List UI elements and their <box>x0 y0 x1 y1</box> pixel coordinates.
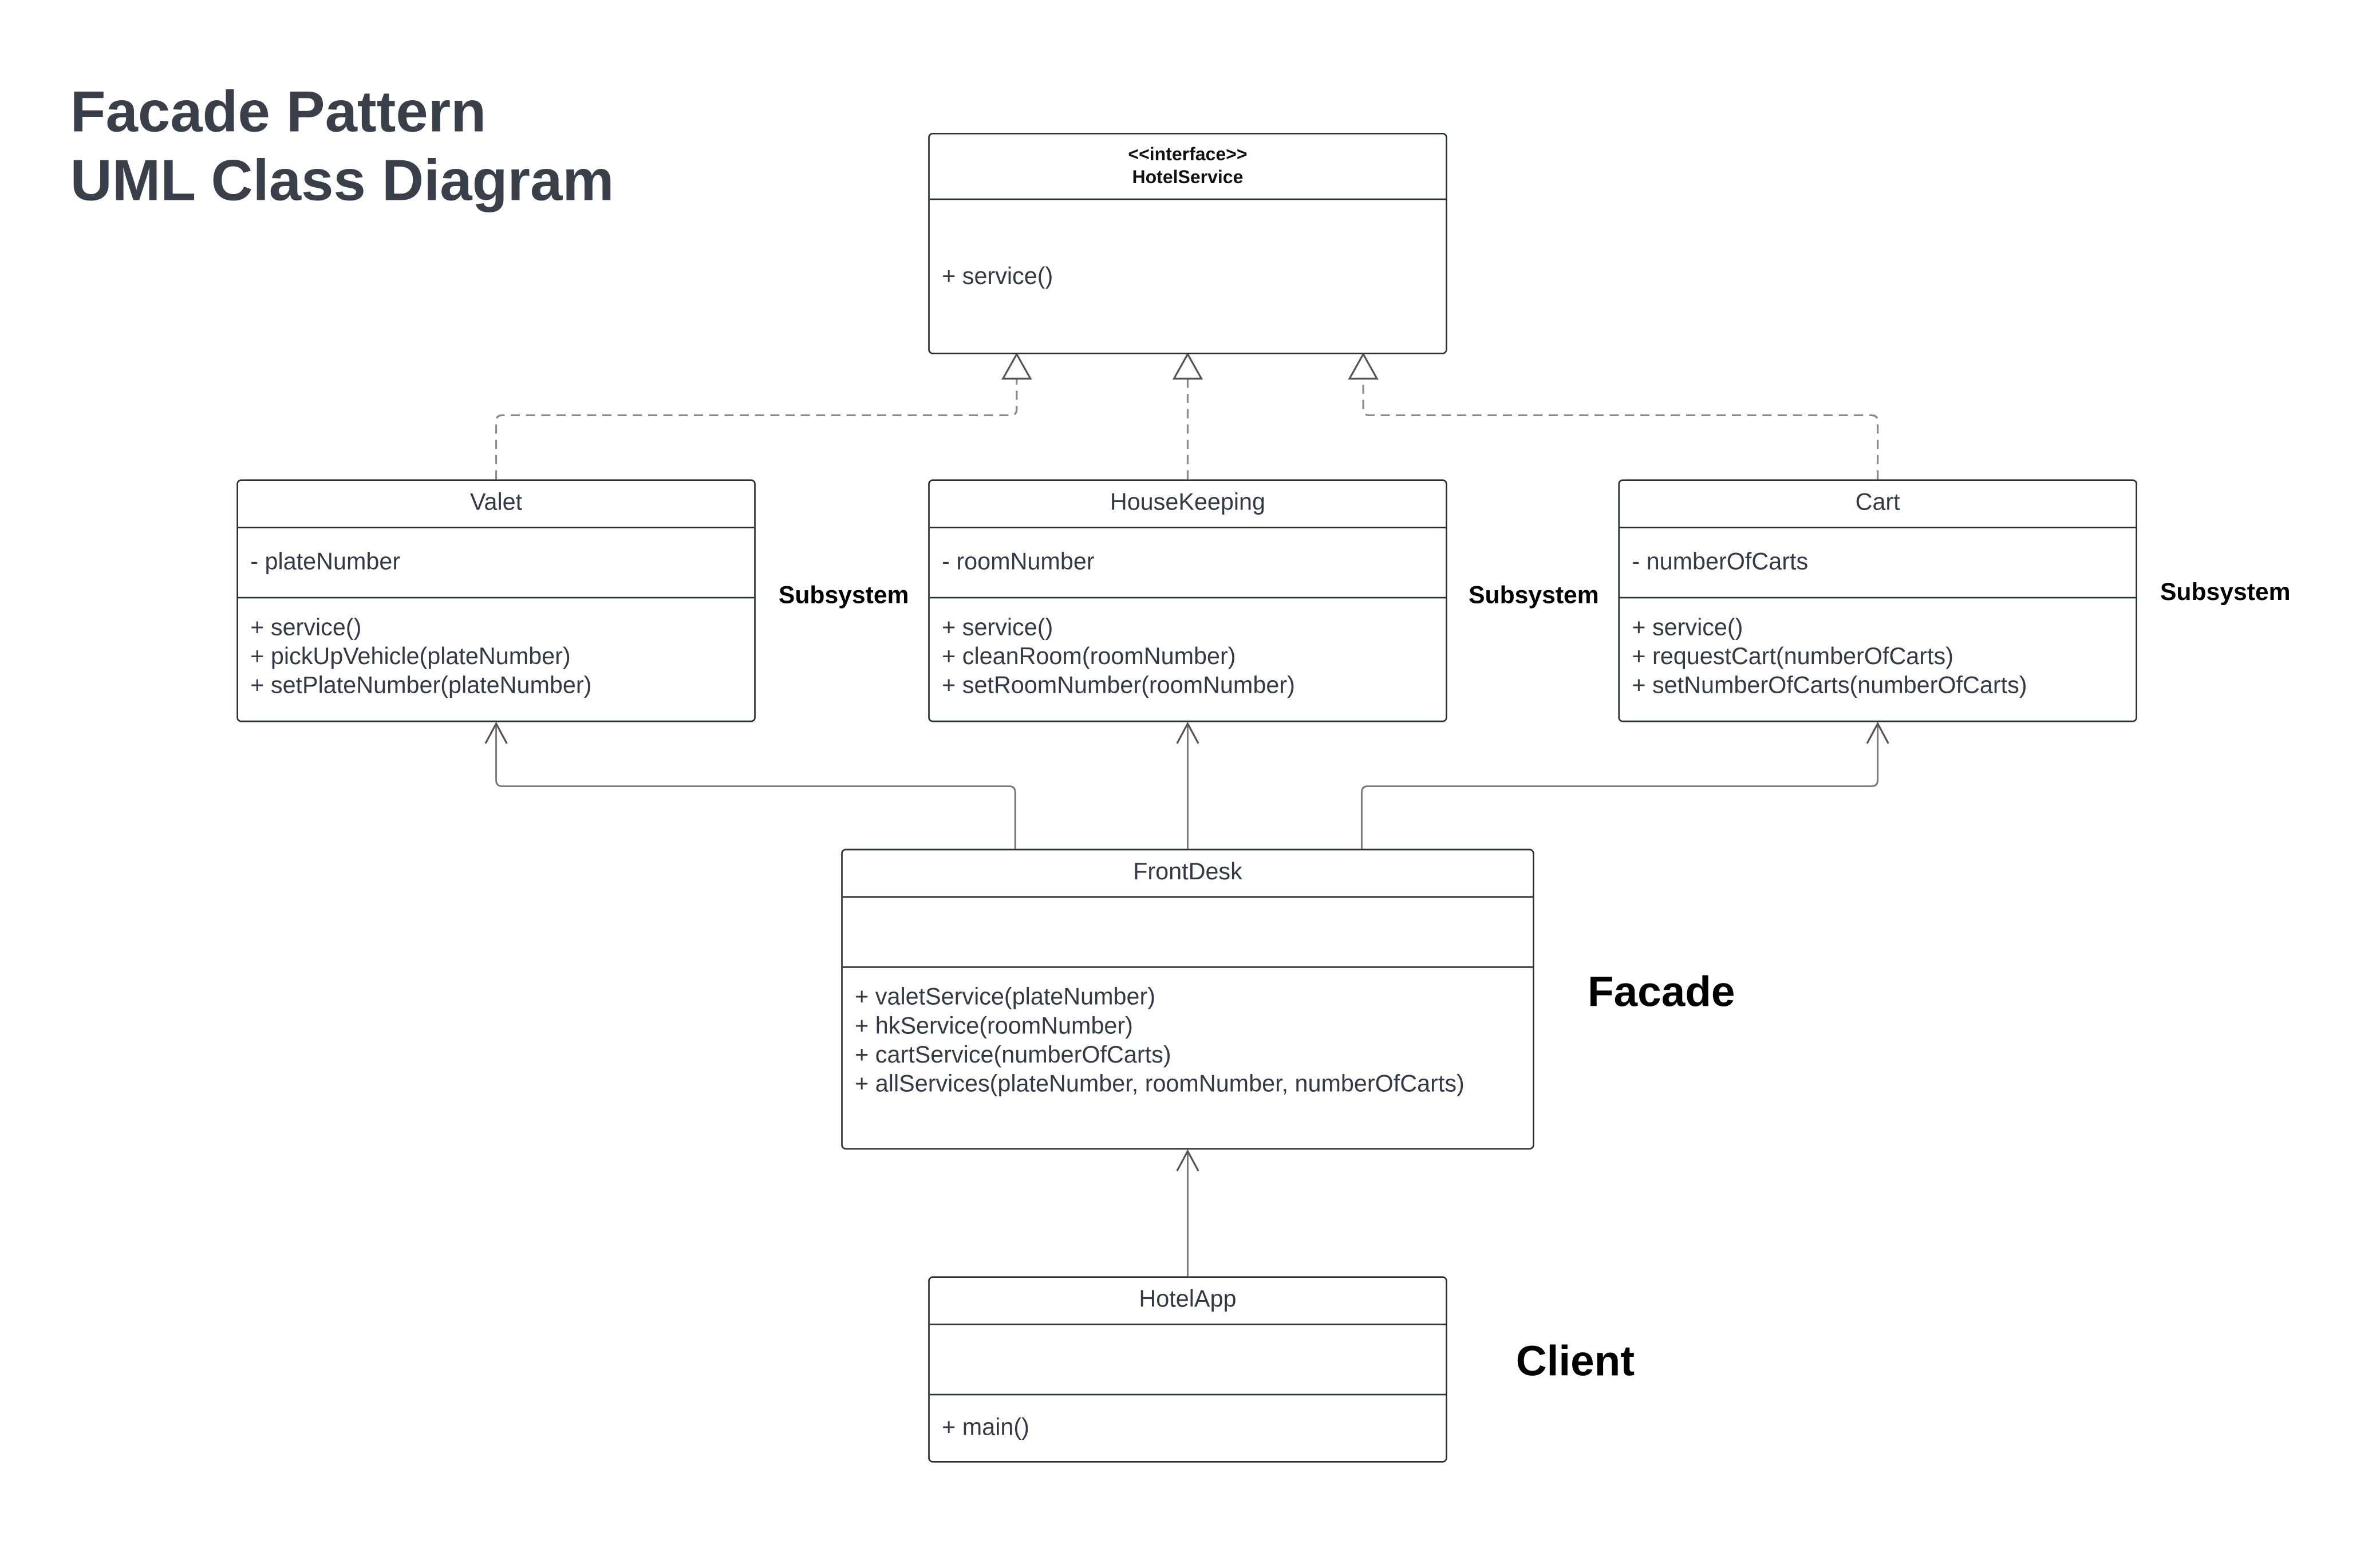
class-cart-name: Cart <box>1620 481 2136 528</box>
diagram-title-line2: UML Class Diagram <box>70 149 614 214</box>
attribute: - roomNumber <box>942 548 1095 575</box>
class-frontdesk-name: FrontDesk <box>842 850 1533 898</box>
realization-arrowhead-cart <box>1348 352 1379 380</box>
class-valet[interactable]: Valet - plateNumber + service() + pickUp… <box>236 479 756 722</box>
operation: + requestCart(numberOfCarts) <box>1632 644 1953 670</box>
operation: + valetService(plateNumber) <box>855 985 1156 1011</box>
class-hotelservice-header: <<interface>> HotelService <box>929 135 1446 200</box>
operation: + service() <box>250 615 362 642</box>
class-cart[interactable]: Cart - numberOfCarts + service() + reque… <box>1618 479 2137 722</box>
role-label-subsystem: Subsystem <box>1469 583 1599 610</box>
class-hotelservice[interactable]: <<interface>> HotelService + service() <box>928 133 1447 354</box>
class-frontdesk-operations: + valetService(plateNumber) + hkService(… <box>843 968 1533 1148</box>
class-hotelapp[interactable]: HotelApp + main() <box>928 1276 1447 1463</box>
operation: + hkService(roomNumber) <box>855 1013 1133 1040</box>
association-arrowhead-frontdesk <box>1176 1149 1199 1172</box>
association-frontdesk-valet-line <box>495 724 1016 849</box>
association-arrowhead-housekeeping <box>1176 721 1199 744</box>
class-hotelservice-operations: + service() <box>930 200 1446 353</box>
role-label-facade: Facade <box>1588 968 1735 1016</box>
association-arrowhead-cart <box>1866 721 1889 744</box>
operation: + service() <box>942 615 1053 642</box>
class-hotelservice-name: HotelService <box>1132 166 1244 188</box>
attribute: - plateNumber <box>250 548 401 575</box>
operation: + cleanRoom(roomNumber) <box>942 644 1236 670</box>
realization-arrowhead-housekeeping <box>1172 352 1203 380</box>
class-frontdesk[interactable]: FrontDesk + valetService(plateNumber) + … <box>841 848 1534 1150</box>
class-cart-operations: + service() + requestCart(numberOfCarts)… <box>1620 598 2136 720</box>
realization-arrowhead-valet <box>1001 352 1032 380</box>
class-valet-operations: + service() + pickUpVehicle(plateNumber)… <box>238 598 754 720</box>
class-hotelapp-name: HotelApp <box>929 1278 1446 1325</box>
operation: + setPlateNumber(plateNumber) <box>250 673 592 700</box>
class-valet-attributes: - plateNumber <box>238 528 755 599</box>
class-hotelapp-operations: + main() <box>930 1395 1446 1461</box>
diagram-title-line1: Facade Pattern <box>70 81 487 145</box>
association-frontdesk-cart-line <box>1360 724 1879 849</box>
class-housekeeping-name: HouseKeeping <box>929 481 1446 528</box>
attribute: - numberOfCarts <box>1632 548 1809 575</box>
association-arrowhead-valet <box>484 721 508 744</box>
interface-stereotype: <<interface>> <box>1128 143 1248 165</box>
operation: + service() <box>1632 615 1743 642</box>
operation: + pickUpVehicle(plateNumber) <box>250 644 571 670</box>
class-valet-name: Valet <box>238 481 755 528</box>
class-housekeeping-attributes: - roomNumber <box>929 528 1446 599</box>
operation: + allServices(plateNumber, roomNumber, n… <box>855 1072 1465 1098</box>
role-label-client: Client <box>1515 1337 1635 1385</box>
realization-cart-line <box>1362 378 1879 480</box>
role-label-subsystem: Subsystem <box>2160 580 2291 606</box>
role-label-subsystem: Subsystem <box>778 583 909 610</box>
class-housekeeping[interactable]: HouseKeeping - roomNumber + service() + … <box>928 479 1447 722</box>
class-housekeeping-operations: + service() + cleanRoom(roomNumber) + se… <box>930 598 1446 720</box>
class-hotelapp-attributes <box>929 1325 1446 1396</box>
operation: + main() <box>942 1415 1029 1442</box>
operation: + setNumberOfCarts(numberOfCarts) <box>1632 673 2027 700</box>
diagram-title: Facade Pattern UML Class Diagram <box>70 80 614 217</box>
realization-valet-line <box>495 378 1018 480</box>
class-cart-attributes: - numberOfCarts <box>1620 528 2136 599</box>
class-frontdesk-attributes <box>842 898 1533 968</box>
operation: + service() <box>942 263 1053 290</box>
operation: + setRoomNumber(roomNumber) <box>942 673 1295 700</box>
operation: + cartService(numberOfCarts) <box>855 1042 1171 1069</box>
